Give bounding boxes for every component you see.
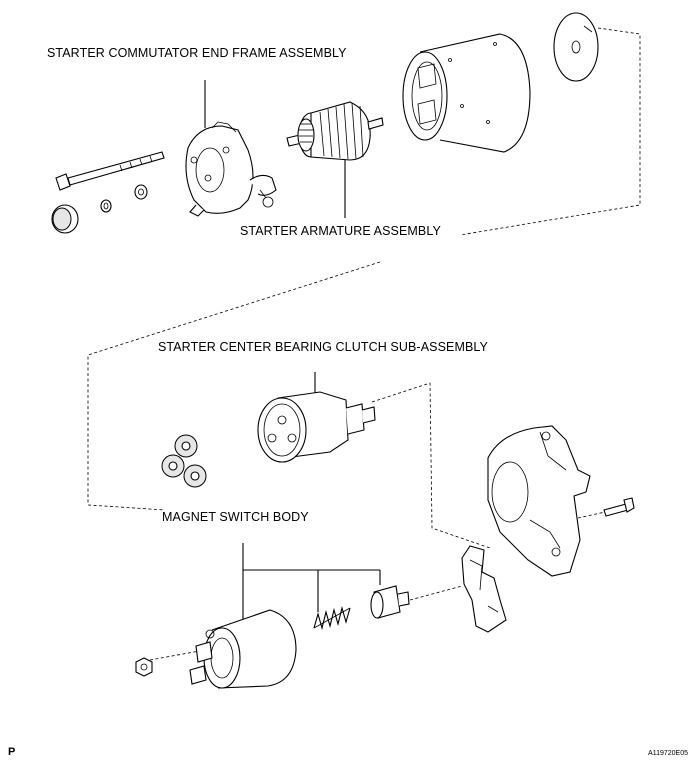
end-cap-and-washers: [51, 184, 148, 234]
armature: [286, 101, 384, 161]
assembly-path-lines: [87, 27, 641, 661]
leader-lines: [204, 80, 381, 645]
through-bolt: [55, 151, 165, 191]
label-commutator-end-frame: STARTER COMMUTATOR END FRAME ASSEMBLY: [47, 46, 347, 60]
drive-lever: [461, 545, 507, 633]
figure-id: A119720E05: [648, 750, 688, 757]
plunger: [370, 585, 410, 619]
label-armature: STARTER ARMATURE ASSEMBLY: [240, 224, 441, 238]
center-bearing-clutch: [257, 391, 376, 463]
magnet-switch-body: [189, 609, 297, 689]
terminal-nut: [135, 657, 153, 677]
return-spring: [313, 605, 351, 631]
label-magnet-switch: MAGNET SWITCH BODY: [162, 510, 309, 524]
yoke-housing: [402, 33, 531, 153]
starter-housing: [487, 425, 591, 577]
planetary-gears: [161, 434, 207, 488]
page-letter: P: [8, 746, 16, 758]
commutator-end-frame: [185, 121, 277, 217]
dust-plate: [553, 12, 599, 82]
label-center-bearing-clutch: STARTER CENTER BEARING CLUTCH SUB-ASSEMB…: [158, 340, 488, 354]
housing-bolt: [603, 497, 635, 517]
